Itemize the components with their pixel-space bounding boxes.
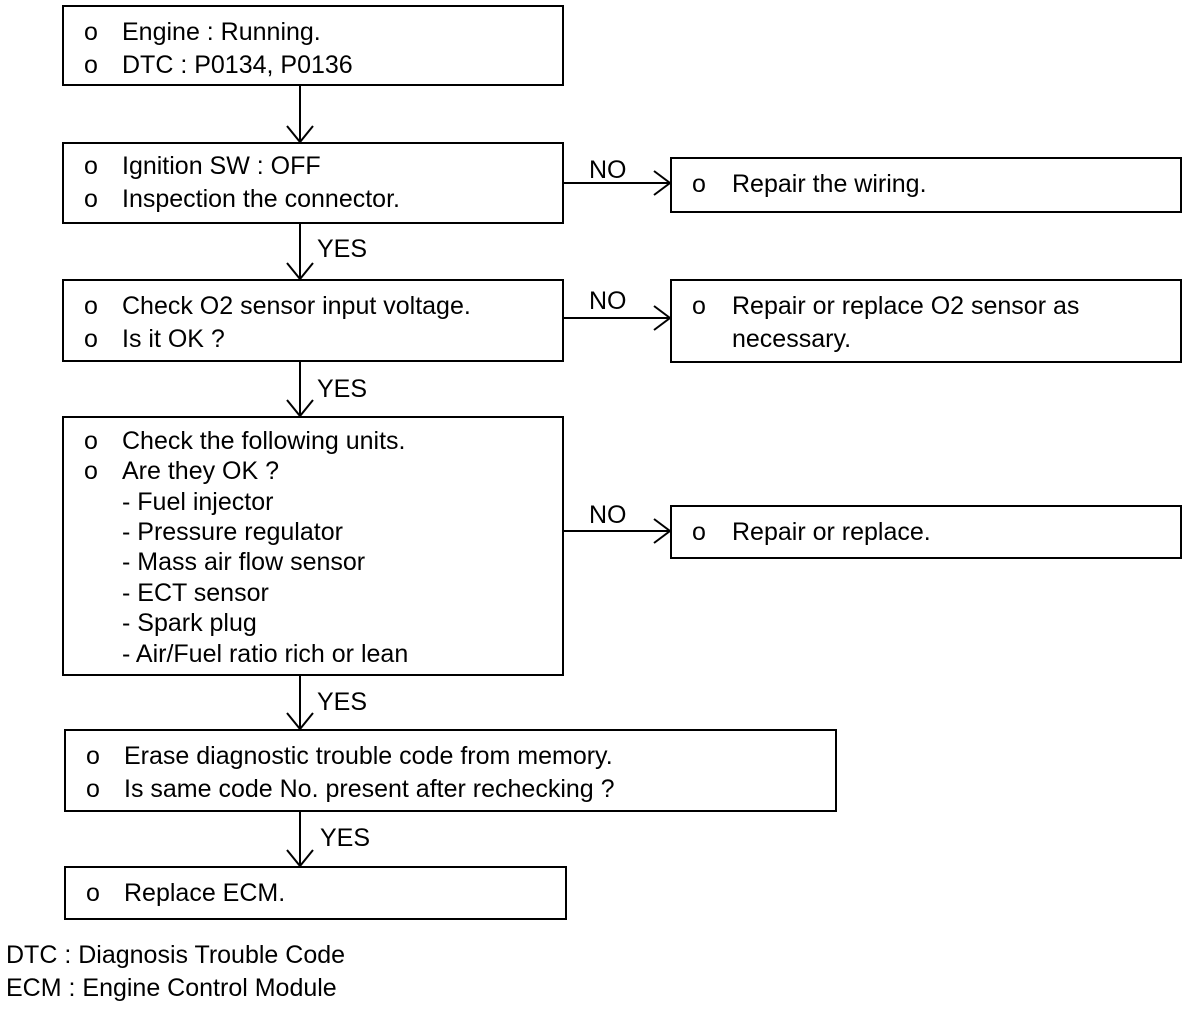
bullet-marker: o <box>84 292 98 320</box>
yes-label: YES <box>317 688 368 716</box>
bullet-marker: o <box>84 325 98 353</box>
bullet-marker: o <box>86 879 100 907</box>
bullet-marker: o <box>86 775 100 803</box>
step-replace-ecm-box: o Replace ECM. <box>64 866 567 920</box>
legend-ecm: ECM : Engine Control Module <box>6 974 337 1002</box>
no-label: NO <box>589 501 627 529</box>
legend-dtc: DTC : Diagnosis Trouble Code <box>6 941 346 969</box>
step-erase-box: o Erase diagnostic trouble code from mem… <box>64 729 837 812</box>
bullet-marker: o <box>84 51 98 79</box>
step-units-box: o Check the following units. o Are they … <box>62 416 564 676</box>
bullet-marker: o <box>84 185 98 213</box>
yes-label: YES <box>317 235 368 263</box>
unit-item: - Fuel injector <box>122 488 274 516</box>
no-label: NO <box>589 156 627 184</box>
action-repair-units-box: o Repair or replace. <box>670 505 1182 559</box>
bullet-marker: o <box>84 152 98 180</box>
unit-item: - Spark plug <box>122 609 257 637</box>
unit-item: - Air/Fuel ratio rich or lean <box>122 640 409 668</box>
bullet-marker: o <box>86 742 100 770</box>
unit-item: - Mass air flow sensor <box>122 548 366 576</box>
step-start-box: o Engine : Running. o DTC : P0134, P0136 <box>62 5 564 86</box>
yes-label: YES <box>317 375 368 403</box>
bullet-marker: o <box>692 292 706 320</box>
unit-item: - Pressure regulator <box>122 518 343 546</box>
bullet-marker: o <box>692 518 706 546</box>
bullet-marker: o <box>692 170 706 198</box>
bullet-marker: o <box>84 18 98 46</box>
action-repair-wiring-box: o Repair the wiring. <box>670 157 1182 213</box>
bullet-marker: o <box>84 427 98 455</box>
yes-label: YES <box>320 824 371 852</box>
unit-item: - ECT sensor <box>122 579 269 607</box>
step-connector-box: o Ignition SW : OFF o Inspection the con… <box>62 142 564 224</box>
action-repair-o2-box: o Repair or replace O2 sensor as necessa… <box>670 279 1182 363</box>
no-label: NO <box>589 287 627 315</box>
bullet-marker: o <box>84 457 98 485</box>
action-repair-o2-line-2: necessary. <box>732 325 852 353</box>
step-o2-voltage-box: o Check O2 sensor input voltage. o Is it… <box>62 279 564 362</box>
